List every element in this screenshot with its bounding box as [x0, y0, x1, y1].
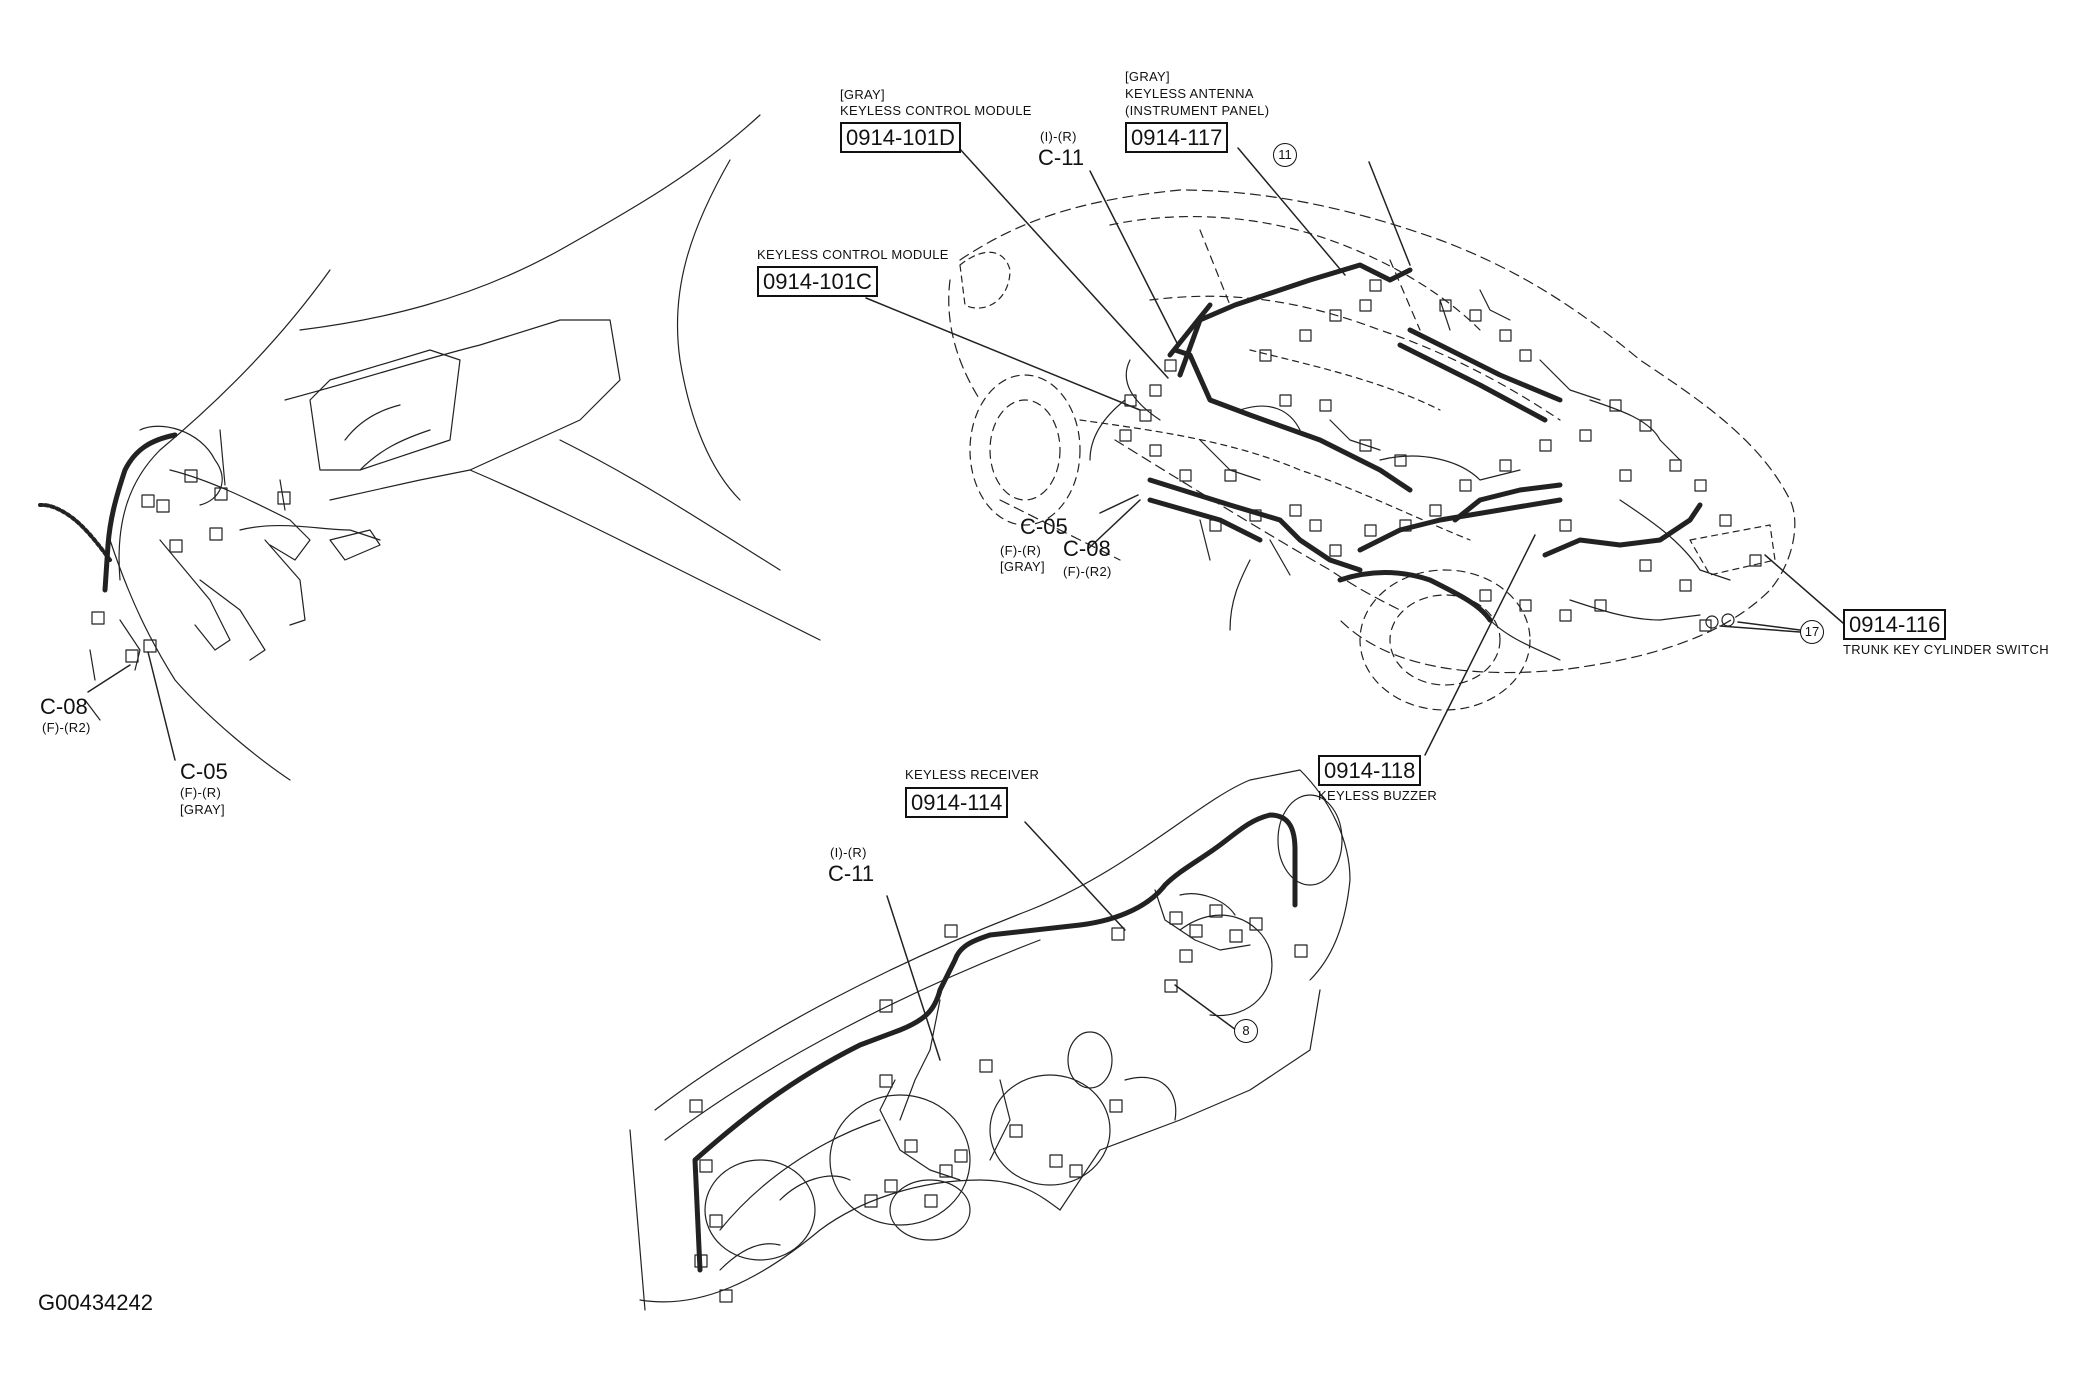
car-c11-code: C-11 — [1038, 145, 1085, 170]
trunk-switch-name: TRUNK KEY CYLINDER SWITCH — [1843, 642, 2049, 657]
vehicle-harness-view — [865, 147, 1844, 756]
dash-c11-code: C-11 — [828, 861, 875, 886]
antenna-code: 0914-117 — [1125, 122, 1229, 153]
car-c11-spec: (I)-(R) — [1040, 129, 1077, 144]
callout-8: 8 — [1234, 1019, 1258, 1043]
car-c08-code: C-08 — [1063, 536, 1111, 561]
left-interior-view — [38, 114, 821, 781]
left-c05-code: C-05 — [180, 759, 228, 784]
receiver-code: 0914-114 — [905, 787, 1009, 818]
left-c05-color: [GRAY] — [180, 802, 225, 817]
buzzer-name: KEYLESS BUZZER — [1318, 788, 1438, 803]
module-d-name: KEYLESS CONTROL MODULE — [840, 103, 1032, 118]
antenna-location: (INSTRUMENT PANEL) — [1125, 103, 1270, 118]
left-c08-code: C-08 — [40, 694, 88, 719]
module-c-name: KEYLESS CONTROL MODULE — [757, 247, 949, 262]
figure-id: G00434242 — [38, 1290, 153, 1315]
dash-c11-spec: (I)-(R) — [830, 845, 867, 860]
buzzer-code: 0914-118 — [1318, 755, 1422, 786]
module-d-code: 0914-101D — [840, 122, 961, 153]
antenna-name: KEYLESS ANTENNA — [1125, 86, 1254, 101]
car-c05-spec: (F)-(R) — [1000, 543, 1042, 558]
antenna-color: [GRAY] — [1125, 69, 1170, 84]
module-d-color: [GRAY] — [840, 87, 885, 102]
receiver-name: KEYLESS RECEIVER — [905, 767, 1040, 782]
callout-11: 11 — [1273, 143, 1297, 167]
left-c08-spec: (F)-(R2) — [42, 720, 91, 735]
module-c-code: 0914-101C — [757, 266, 878, 297]
car-c05-color: [GRAY] — [1000, 559, 1045, 574]
trunk-switch-code: 0914-116 — [1843, 609, 1947, 640]
callout-17: 17 — [1800, 620, 1824, 644]
dashboard-harness-view — [629, 769, 1351, 1311]
left-c05-spec: (F)-(R) — [180, 785, 222, 800]
car-c08-spec: (F)-(R2) — [1063, 564, 1112, 579]
car-c05-code: C-05 — [1020, 514, 1068, 539]
